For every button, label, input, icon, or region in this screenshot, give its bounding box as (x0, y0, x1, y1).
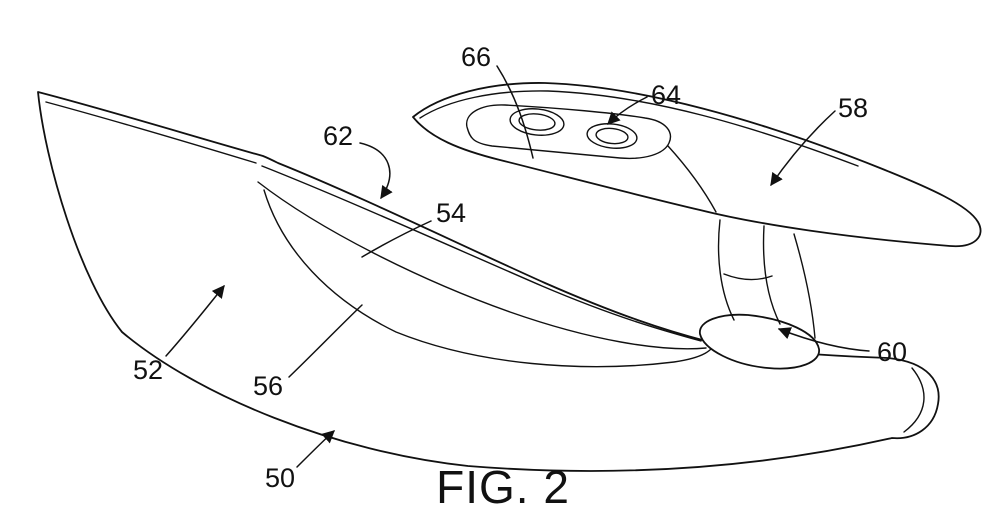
cover-to-post-line (667, 145, 717, 213)
leader-62 (359, 142, 393, 200)
leader-56 (288, 304, 363, 378)
line-art-group (37, 65, 982, 472)
handle-grip-face-line (257, 181, 707, 350)
post-left-edge (717, 219, 735, 321)
cover-outline (412, 82, 982, 248)
fastener-hole-left (509, 108, 565, 136)
ref-numeral-66: 66 (461, 42, 491, 72)
leader-52 (165, 285, 225, 357)
leader-50 (296, 430, 335, 468)
leader-54 (361, 220, 432, 258)
ref-numeral-50: 50 (265, 463, 295, 493)
leader-64 (607, 96, 648, 125)
ref-numeral-62: 62 (323, 121, 353, 151)
cover-opening-outline (466, 104, 672, 160)
leader-66 (496, 65, 534, 159)
post-right-edge (762, 225, 781, 325)
hole-left-outer-ring (509, 108, 565, 136)
leader-58 (770, 110, 836, 187)
ref-numeral-54: 54 (436, 198, 466, 228)
figure-caption: FIG. 2 (436, 461, 570, 513)
plate-rim-line (45, 101, 257, 164)
ref-numeral-58: 58 (838, 93, 868, 123)
hole-left-inner-ring (518, 113, 556, 131)
hole-right-inner-ring (595, 127, 629, 145)
plate-endcap-line (903, 367, 925, 433)
ref-numeral-60: 60 (877, 337, 907, 367)
leader-60 (777, 327, 870, 352)
ref-numeral-56: 56 (253, 371, 283, 401)
cover-rim-line (419, 90, 859, 167)
handle-grip-top-line (261, 165, 702, 342)
post-cross-line (723, 273, 773, 281)
mechanism-rear-line (793, 233, 816, 339)
handle-recess-line (263, 189, 715, 368)
ref-numeral-52: 52 (133, 355, 163, 385)
ref-numeral-64: 64 (651, 80, 681, 110)
